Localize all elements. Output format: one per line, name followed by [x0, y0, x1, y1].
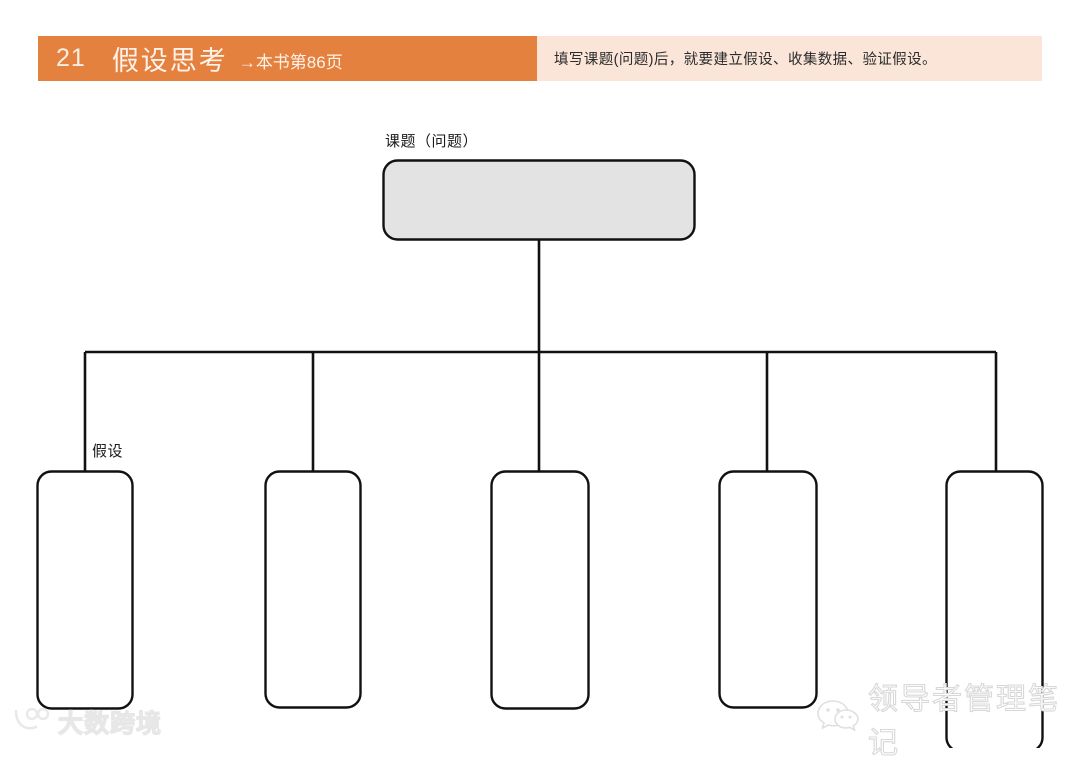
branch-label-hypothesis: 假设 [92, 443, 124, 460]
watermark-right-text: 领导者管理笔记 [867, 682, 1060, 760]
header-banner: 21 假设思考 →本书第86页 填写课题(问题)后，就要建立假设、收集数据、验证… [38, 36, 1042, 81]
child-node-box-1[interactable] [36, 470, 134, 710]
chapter-number: 21 [56, 44, 86, 72]
page-reference: →本书第86页 [238, 53, 343, 72]
header-note-block: 填写课题(问题)后，就要建立假设、收集数据、验证假设。 [537, 36, 1042, 81]
watermark-right: 领导者管理笔记 [816, 674, 1080, 762]
child-node-box-5[interactable] [945, 470, 1044, 749]
wechat-icon [816, 697, 862, 740]
watermark-left-text: 大数跨境 [57, 709, 163, 738]
root-node-box[interactable] [382, 159, 696, 241]
watermark-left: 大数跨境 [12, 704, 162, 740]
header-accent-block: 21 假设思考 →本书第86页 [38, 36, 537, 81]
child-node-box-2[interactable] [264, 470, 362, 709]
page-title: 假设思考 [111, 46, 228, 76]
child-node-box-3[interactable] [490, 470, 590, 710]
dashu-logo-icon [12, 707, 52, 738]
child-node-box-4[interactable] [718, 470, 818, 709]
root-node-label: 课题（问题） [385, 133, 479, 150]
header-note-text: 填写课题(问题)后，就要建立假设、收集数据、验证假设。 [554, 52, 937, 68]
